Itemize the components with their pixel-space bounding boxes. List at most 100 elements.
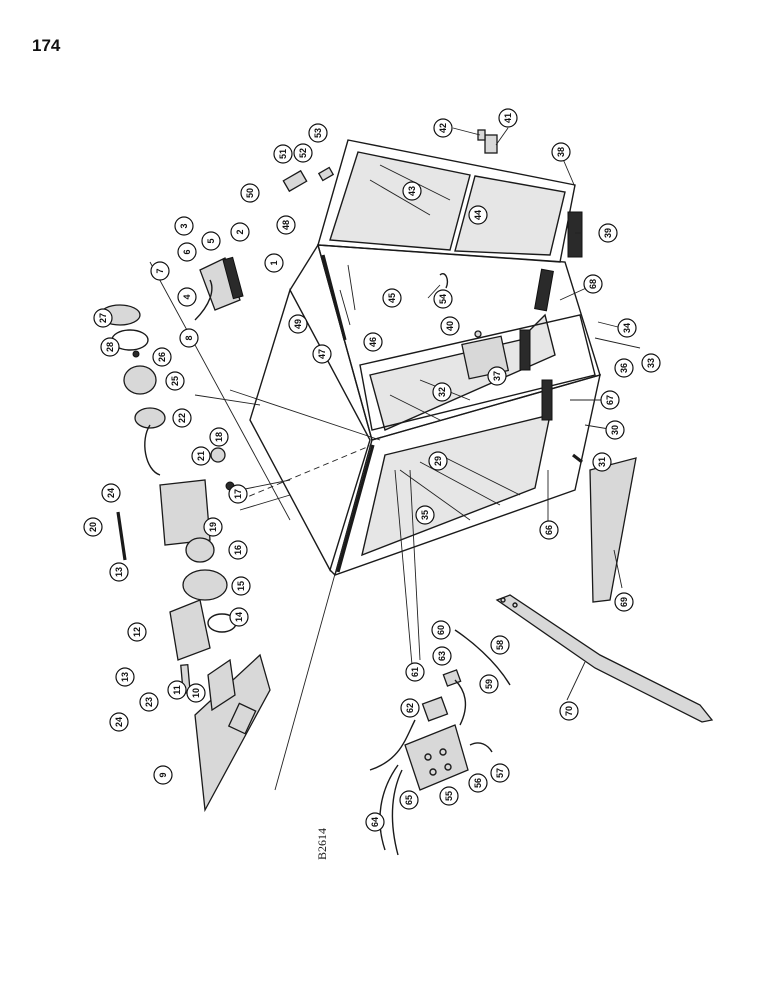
svg-text:41: 41 <box>503 113 513 123</box>
svg-text:43: 43 <box>407 186 417 196</box>
drawing-number: B2614 <box>315 828 329 860</box>
callout: 2 <box>230 222 250 242</box>
cab-side-panel <box>249 288 371 572</box>
callout: 57 <box>490 763 510 783</box>
svg-text:68: 68 <box>588 279 598 289</box>
svg-text:48: 48 <box>281 220 291 230</box>
callout: 42 <box>433 118 453 138</box>
rail-67 <box>541 379 553 421</box>
callout: 41 <box>498 108 518 128</box>
wiring-harness <box>369 469 511 856</box>
svg-text:18: 18 <box>214 432 224 442</box>
cab-door <box>317 139 583 263</box>
callout: 49 <box>288 314 308 334</box>
callout: 40 <box>440 316 460 336</box>
heater-duct-cover <box>194 653 271 813</box>
svg-text:24: 24 <box>114 717 124 727</box>
callout: 33 <box>641 353 661 373</box>
svg-text:27: 27 <box>98 313 108 323</box>
callout: 1 <box>264 253 284 273</box>
svg-text:39: 39 <box>603 228 613 238</box>
callout-group: 1 2 3 4 5 6 7 8 9 10 11 12 13 13 14 15 1… <box>83 108 661 832</box>
callout: 48 <box>276 215 296 235</box>
rail-37 <box>519 329 531 371</box>
callout: 43 <box>402 181 422 201</box>
door-latch <box>484 134 498 154</box>
windshield-glass <box>361 414 551 557</box>
svg-text:26: 26 <box>157 352 167 362</box>
svg-text:31: 31 <box>597 457 607 467</box>
callout: 69 <box>614 592 634 612</box>
svg-text:45: 45 <box>387 293 397 303</box>
svg-text:67: 67 <box>605 395 615 405</box>
callout: 63 <box>432 646 452 666</box>
callout: 25 <box>165 371 185 391</box>
callout: 26 <box>152 347 172 367</box>
svg-text:65: 65 <box>404 795 414 805</box>
callout: 28 <box>100 337 120 357</box>
svg-text:34: 34 <box>622 323 632 333</box>
callout: 67 <box>600 390 620 410</box>
callout: 13 <box>109 562 129 582</box>
callout: 29 <box>428 451 448 471</box>
svg-text:36: 36 <box>619 363 629 373</box>
svg-text:23: 23 <box>144 697 154 707</box>
svg-text:47: 47 <box>317 349 327 359</box>
svg-text:20: 20 <box>88 522 98 532</box>
callout: 64 <box>365 812 385 832</box>
callout: 51 <box>273 144 293 164</box>
switch-plate <box>404 724 469 791</box>
svg-text:7: 7 <box>155 268 165 273</box>
svg-text:17: 17 <box>233 489 243 499</box>
svg-text:11: 11 <box>172 685 182 695</box>
callout: 35 <box>415 505 435 525</box>
callout: 15 <box>231 576 251 596</box>
svg-text:15: 15 <box>236 581 246 591</box>
callout: 54 <box>433 289 453 309</box>
callout: 9 <box>153 765 173 785</box>
svg-text:62: 62 <box>405 703 415 713</box>
callout: 55 <box>439 786 459 806</box>
callout: 32 <box>432 382 452 402</box>
svg-text:2: 2 <box>235 229 245 234</box>
svg-text:16: 16 <box>233 545 243 555</box>
svg-text:8: 8 <box>184 335 194 340</box>
callout: 12 <box>127 622 147 642</box>
callout: 13 <box>115 667 135 687</box>
callout: 68 <box>583 274 603 294</box>
svg-text:57: 57 <box>495 768 505 778</box>
svg-text:38: 38 <box>556 147 566 157</box>
svg-text:69: 69 <box>619 597 629 607</box>
callout: 17 <box>228 484 248 504</box>
spring-54 <box>439 273 449 289</box>
callout: 52 <box>293 143 313 163</box>
page-number: 174 <box>32 36 61 55</box>
fan <box>185 537 215 563</box>
callout: 56 <box>468 773 488 793</box>
svg-text:59: 59 <box>484 679 494 689</box>
svg-text:32: 32 <box>437 387 447 397</box>
callout: 44 <box>468 205 488 225</box>
svg-text:12: 12 <box>132 627 142 637</box>
callout: 38 <box>551 142 571 162</box>
svg-text:13: 13 <box>120 672 130 682</box>
callout: 3 <box>174 216 194 236</box>
callout: 5 <box>201 231 221 251</box>
rail-68 <box>534 268 554 312</box>
svg-text:9: 9 <box>158 772 168 777</box>
svg-text:50: 50 <box>245 188 255 198</box>
callout: 70 <box>559 701 579 721</box>
svg-text:49: 49 <box>293 319 303 329</box>
svg-text:44: 44 <box>473 210 483 220</box>
svg-text:5: 5 <box>206 238 216 243</box>
svg-text:14: 14 <box>234 612 244 622</box>
svg-text:24: 24 <box>106 488 116 498</box>
svg-text:66: 66 <box>544 525 554 535</box>
callout: 16 <box>228 540 248 560</box>
callout: 10 <box>186 683 206 703</box>
heater-assembly <box>99 256 271 813</box>
svg-text:37: 37 <box>492 371 502 381</box>
callout: 46 <box>363 332 383 352</box>
callout: 50 <box>240 183 260 203</box>
